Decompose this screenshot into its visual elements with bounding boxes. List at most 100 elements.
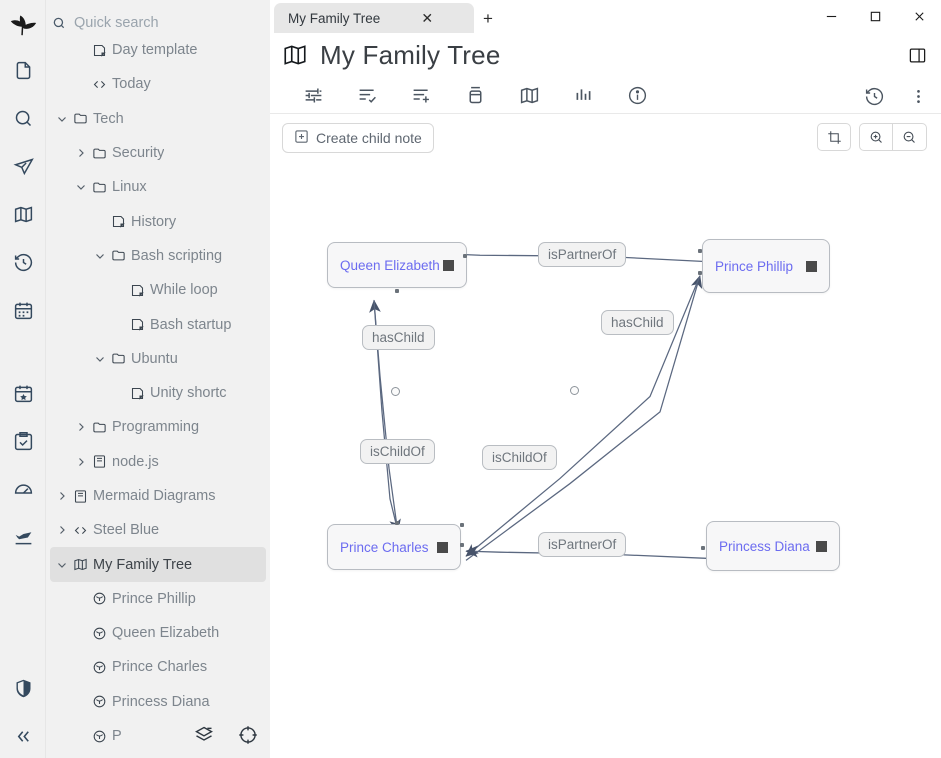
tree-item-my-family-tree[interactable]: My Family Tree [50, 547, 266, 582]
ribbon-revisions-button[interactable] [847, 81, 901, 111]
tree-item-tech[interactable]: Tech [46, 102, 270, 136]
tree-item-unity-shortc[interactable]: Unity shortc [46, 376, 270, 410]
rail-item-tasks[interactable] [11, 429, 35, 453]
relation-node-queen-elizabeth[interactable]: Queen Elizabeth II. [327, 242, 467, 288]
folder-icon [89, 420, 109, 435]
tab-my-family-tree[interactable]: My Family Tree ✕ [274, 3, 474, 33]
chevron-right-icon[interactable] [73, 145, 89, 161]
ribbon-note-info[interactable] [610, 80, 664, 110]
chevron-right-icon[interactable] [54, 488, 70, 504]
rail-item-calendar[interactable] [11, 298, 35, 322]
code-icon [70, 523, 90, 538]
chevron-down-icon[interactable] [54, 111, 70, 127]
chevron-down-icon[interactable] [73, 179, 89, 195]
tree-item-day-template[interactable]: Day template [46, 33, 270, 67]
note-title-row: My Family Tree [270, 33, 941, 77]
edge-label-ispartnerof-bottom[interactable]: isPartnerOf [538, 532, 627, 557]
note-tree-pane: Day templateTodayTechSecurityLinuxHistor… [46, 0, 270, 758]
tree-item-princess-diana[interactable]: Princess Diana [46, 685, 270, 719]
edge-midpoint-handle[interactable] [391, 387, 400, 396]
ribbon-note-paths[interactable] [448, 80, 502, 110]
tree-item-p[interactable]: P [46, 719, 270, 753]
tree-item-linux[interactable]: Linux [46, 170, 270, 204]
zoom-out-icon[interactable] [893, 123, 927, 151]
tree-item-security[interactable]: Security [46, 136, 270, 170]
rail-item-search[interactable] [11, 106, 35, 130]
ribbon-inherited-attributes[interactable] [394, 80, 448, 110]
ribbon-note-map[interactable] [502, 80, 556, 110]
node-handle-icon[interactable] [443, 259, 454, 271]
chevron-right-icon[interactable] [54, 522, 70, 538]
node-handle-icon[interactable] [437, 541, 448, 553]
tree-item-label: Programming [112, 419, 200, 436]
tree-item-today[interactable]: Today [46, 67, 270, 101]
chevron-down-icon[interactable] [92, 351, 108, 367]
layers-icon[interactable] [194, 725, 214, 750]
target-icon[interactable] [238, 725, 258, 750]
rail-item-history[interactable] [11, 250, 35, 274]
new-tab-button[interactable]: + [483, 8, 493, 28]
rail-item-protected[interactable] [11, 676, 35, 700]
node-anchor-dot [395, 289, 399, 293]
rail-item-bookmarks[interactable] [11, 381, 35, 405]
quick-search-bar[interactable] [46, 0, 270, 45]
crop-icon[interactable] [817, 123, 851, 151]
edge-label-haschild-right[interactable]: hasChild [601, 310, 674, 335]
tree-item-prince-charles[interactable]: Prince Charles [46, 650, 270, 684]
folder-icon [108, 351, 128, 366]
create-child-note-button[interactable]: Create child note [282, 122, 434, 153]
relation-node-prince-phillip[interactable]: Prince Phillip [702, 239, 830, 293]
tree-item-label: My Family Tree [93, 556, 193, 573]
tree-item-bash-scripting[interactable]: Bash scripting [46, 239, 270, 273]
ribbon-owned-attributes[interactable] [340, 80, 394, 110]
relation-node-prince-charles[interactable]: Prince Charles [327, 524, 461, 570]
minimize-button[interactable] [809, 0, 853, 33]
right-panel-icon[interactable] [901, 39, 933, 71]
edge-midpoint-handle[interactable] [570, 386, 579, 395]
ribbon-similar-notes[interactable] [556, 80, 610, 110]
node-handle-icon[interactable] [806, 260, 817, 272]
tree-item-history[interactable]: History [46, 204, 270, 238]
tree-item-ubuntu[interactable]: Ubuntu [46, 342, 270, 376]
relation-node-label: Prince Phillip [715, 258, 794, 274]
rail-item-collapse[interactable] [11, 724, 35, 748]
tree-item-steel-blue[interactable]: Steel Blue [46, 513, 270, 547]
relation-node-label: Prince Charles [340, 539, 429, 555]
rail-item-travel[interactable] [11, 525, 35, 549]
node-handle-icon[interactable] [816, 540, 827, 552]
tree-item-mermaid-diagrams[interactable]: Mermaid Diagrams [46, 479, 270, 513]
relation-node-princess-diana[interactable]: Princess Diana [706, 521, 840, 571]
ribbon-more-button[interactable] [901, 81, 935, 111]
chevron-right-icon[interactable] [73, 419, 89, 435]
tree-item-prince-phillip[interactable]: Prince Phillip [46, 582, 270, 616]
relation-map-canvas[interactable]: Queen Elizabeth II. Prince Phillip Princ… [270, 161, 941, 758]
edge-label-ischildof-left[interactable]: isChildOf [360, 439, 435, 464]
search-input[interactable] [74, 14, 244, 31]
chevron-down-icon[interactable] [92, 248, 108, 264]
maximize-button[interactable] [853, 0, 897, 33]
rail-item-dashboard[interactable] [11, 477, 35, 501]
rail-item-map[interactable] [11, 202, 35, 226]
tree-item-programming[interactable]: Programming [46, 410, 270, 444]
edge-label-haschild-left[interactable]: hasChild [362, 325, 435, 350]
edge-label-ispartnerof-top[interactable]: isPartnerOf [538, 242, 627, 267]
rail-item-send[interactable] [11, 154, 35, 178]
tab-close-icon[interactable]: ✕ [421, 10, 434, 26]
folder-icon [70, 111, 90, 126]
tree-item-while-loop[interactable]: While loop [46, 273, 270, 307]
relation-icon [89, 694, 109, 709]
ribbon-basic-properties[interactable] [286, 80, 340, 110]
tree-item-label: Ubuntu [131, 350, 178, 367]
folder-icon [108, 248, 128, 263]
zoom-in-icon[interactable] [859, 123, 893, 151]
tree-item-node-js[interactable]: node.js [46, 445, 270, 479]
edge-label-ischildof-right[interactable]: isChildOf [482, 445, 557, 470]
close-button[interactable] [897, 0, 941, 33]
chevron-right-icon[interactable] [73, 454, 89, 470]
chevron-down-icon[interactable] [54, 557, 70, 573]
tree-item-bash-startup[interactable]: Bash startup [46, 307, 270, 341]
new-note-icon [294, 129, 309, 147]
tree-item-queen-elizabeth[interactable]: Queen Elizabeth [46, 616, 270, 650]
rail-item-note[interactable] [11, 58, 35, 82]
